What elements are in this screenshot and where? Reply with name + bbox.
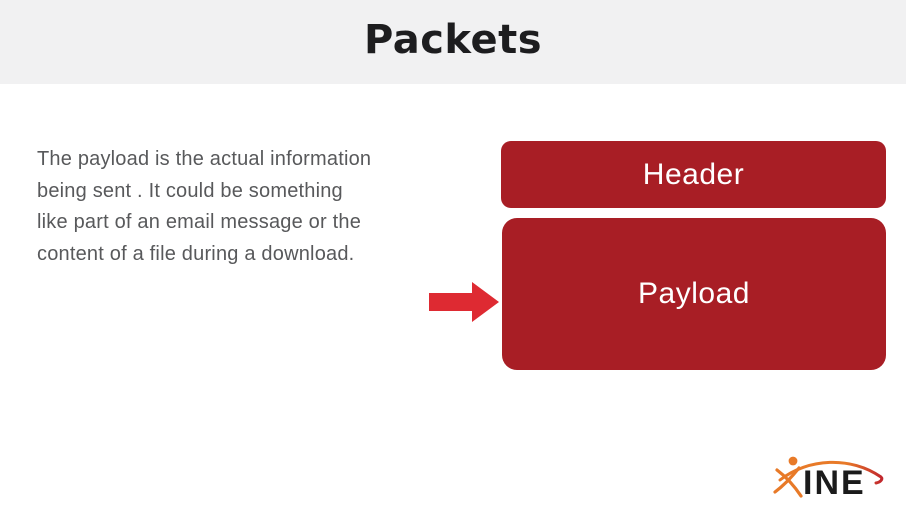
header-box: Header xyxy=(501,141,886,208)
body-line: content of a file during a download. xyxy=(37,242,355,265)
logo-figure-stroke xyxy=(773,466,801,494)
payload-box: Payload xyxy=(502,218,886,370)
page-title: Packets xyxy=(363,17,543,63)
ine-logo: INE xyxy=(773,456,884,502)
body-line: The payload is the actual information xyxy=(37,148,372,170)
logo-figure-head xyxy=(788,456,798,466)
body-paragraph: The payload is the actual information be… xyxy=(37,144,447,270)
right-arrow-icon xyxy=(429,282,499,322)
title-band: Packets xyxy=(0,0,906,84)
payload-box-label: Payload xyxy=(638,277,750,310)
body-line: like part of an email message or the xyxy=(37,211,362,233)
header-box-label: Header xyxy=(642,157,745,191)
logo-swoosh xyxy=(778,460,884,485)
logo-text: INE xyxy=(803,464,866,502)
body-line: being sent . It could be something xyxy=(37,179,343,202)
